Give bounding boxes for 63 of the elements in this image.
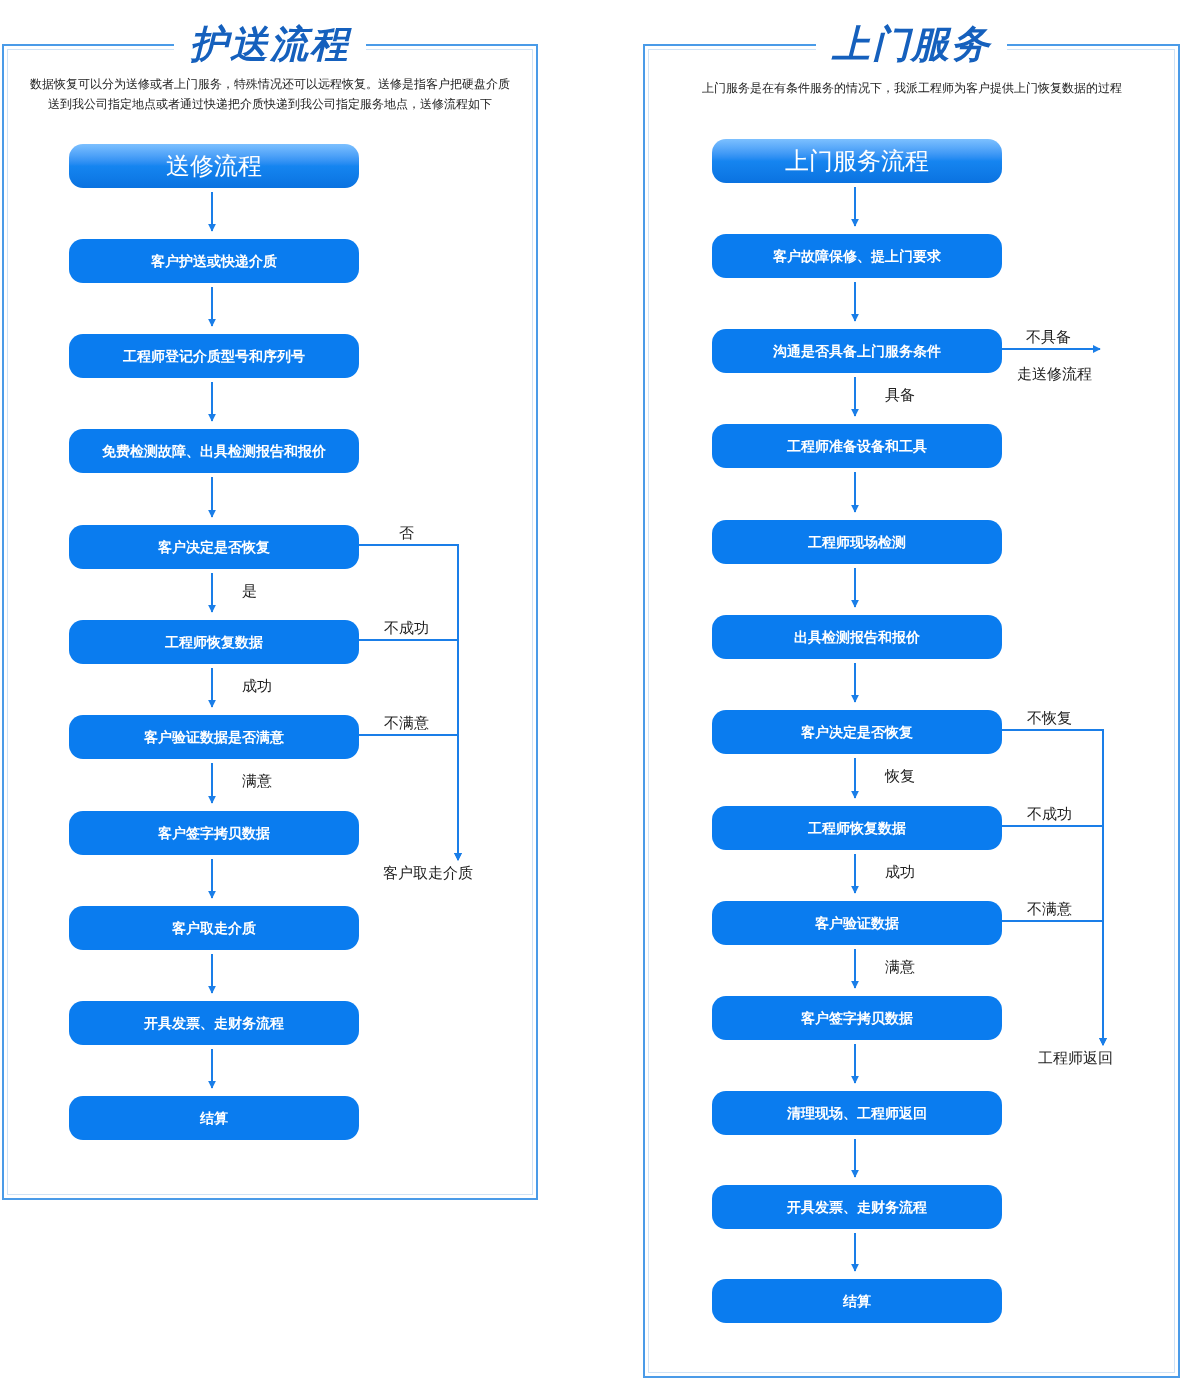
arrow bbox=[208, 381, 216, 422]
process-box: 客户决定是否恢复 bbox=[69, 525, 359, 569]
process-box: 开具发票、走财务流程 bbox=[712, 1185, 1002, 1229]
arrow bbox=[208, 286, 216, 327]
arrow bbox=[208, 858, 216, 899]
edge-label: 不具备 bbox=[1023, 327, 1073, 347]
process-box: 客户故障保修、提上门要求 bbox=[712, 234, 1002, 278]
arrow bbox=[851, 757, 859, 799]
edge-label: 不满意 bbox=[381, 713, 431, 733]
process-box: 免费检测故障、出具检测报告和报价 bbox=[69, 429, 359, 473]
arrow bbox=[851, 1138, 859, 1178]
flow-header: 送修流程 bbox=[69, 144, 359, 188]
edge-label: 不满意 bbox=[1024, 899, 1074, 919]
arrow bbox=[851, 376, 859, 417]
process-box: 工程师恢复数据 bbox=[69, 620, 359, 664]
edge-label: 否 bbox=[396, 523, 416, 543]
arrow bbox=[208, 572, 216, 613]
arrow bbox=[208, 476, 216, 518]
process-box: 结算 bbox=[712, 1279, 1002, 1323]
arrow bbox=[851, 948, 859, 989]
process-box: 工程师恢复数据 bbox=[712, 806, 1002, 850]
arrow bbox=[851, 471, 859, 513]
end-text: 走送修流程 bbox=[1006, 352, 1102, 384]
edge-label: 满意 bbox=[240, 771, 274, 791]
arrow bbox=[851, 853, 859, 894]
edge-label: 不成功 bbox=[381, 618, 431, 638]
process-box: 出具检测报告和报价 bbox=[712, 615, 1002, 659]
process-box: 客户验证数据是否满意 bbox=[69, 715, 359, 759]
arrow bbox=[851, 1232, 859, 1272]
arrow bbox=[851, 662, 859, 703]
process-box: 工程师准备设备和工具 bbox=[712, 424, 1002, 468]
arrow bbox=[851, 567, 859, 608]
process-box: 工程师现场检测 bbox=[712, 520, 1002, 564]
panel-description: 数据恢复可以分为送修或者上门服务，特殊情况还可以远程恢复。送修是指客户把硬盘介质送到我公司指定地点或者通过快递把介质快递到我公司指定服务地点，送修流程如下 bbox=[29, 76, 511, 113]
flow-header: 上门服务流程 bbox=[712, 139, 1002, 183]
process-box: 沟通是否具备上门服务条件 bbox=[712, 329, 1002, 373]
process-box: 客户签字拷贝数据 bbox=[712, 996, 1002, 1040]
arrow bbox=[851, 1043, 859, 1084]
edge-label: 成功 bbox=[240, 675, 274, 696]
arrow bbox=[851, 186, 859, 227]
arrow bbox=[208, 191, 216, 232]
process-box: 客户决定是否恢复 bbox=[712, 710, 1002, 754]
process-box: 结算 bbox=[69, 1096, 359, 1140]
process-box: 清理现场、工程师返回 bbox=[712, 1091, 1002, 1135]
end-text: 客户取走介质 bbox=[378, 862, 478, 884]
process-box: 开具发票、走财务流程 bbox=[69, 1001, 359, 1045]
process-box: 客户签字拷贝数据 bbox=[69, 811, 359, 855]
edge-label: 满意 bbox=[883, 956, 917, 977]
arrow bbox=[851, 281, 859, 322]
process-box: 客户护送或快递介质 bbox=[69, 239, 359, 283]
edge-label: 成功 bbox=[883, 861, 917, 882]
arrow bbox=[208, 667, 216, 708]
arrow bbox=[208, 953, 216, 994]
arrow bbox=[208, 762, 216, 804]
edge-label: 不恢复 bbox=[1024, 708, 1074, 728]
process-box: 工程师登记介质型号和序列号 bbox=[69, 334, 359, 378]
arrow bbox=[208, 1048, 216, 1089]
process-box: 客户取走介质 bbox=[69, 906, 359, 950]
process-box: 客户验证数据 bbox=[712, 901, 1002, 945]
end-text: 工程师返回 bbox=[1032, 1047, 1118, 1069]
panel-description: 上门服务是在有条件服务的情况下，我派工程师为客户提供上门恢复数据的过程 bbox=[700, 80, 1123, 97]
edge-label: 恢复 bbox=[883, 766, 917, 786]
edge-label: 不成功 bbox=[1024, 804, 1074, 824]
